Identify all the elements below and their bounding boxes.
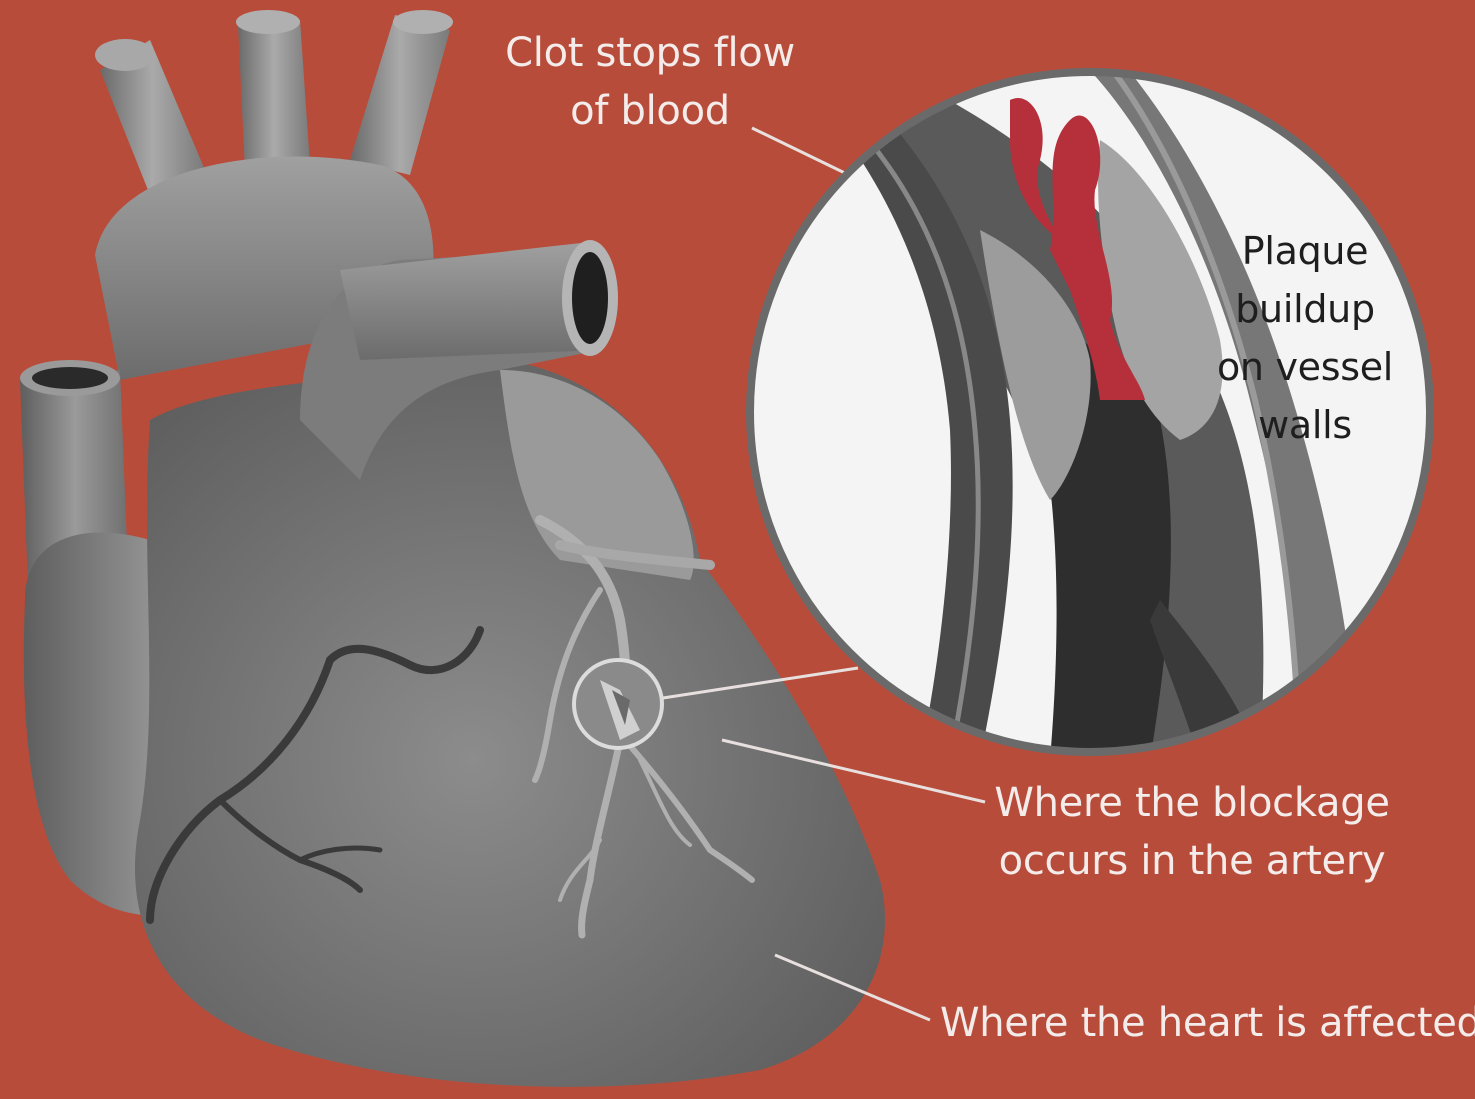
blockage-marker	[574, 660, 662, 748]
plaque-label: Plaque buildup on vessel walls	[1205, 222, 1405, 454]
heart-affected-label: Where the heart is affected	[940, 994, 1475, 1052]
plaque-label-line-4: walls	[1205, 396, 1405, 454]
clot-label-line-1: Clot stops flow	[480, 24, 820, 82]
clot-label-line-2: of blood	[480, 82, 820, 140]
heart-illustration	[20, 156, 885, 1086]
plaque-label-line-1: Plaque	[1205, 222, 1405, 280]
blockage-label: Where the blockage occurs in the artery	[992, 774, 1392, 890]
blockage-label-line-1: Where the blockage	[992, 774, 1392, 832]
plaque-label-line-2: buildup	[1205, 280, 1405, 338]
blockage-label-line-2: occurs in the artery	[992, 832, 1392, 890]
clot-label: Clot stops flow of blood	[480, 24, 820, 140]
plaque-label-line-3: on vessel	[1205, 338, 1405, 396]
